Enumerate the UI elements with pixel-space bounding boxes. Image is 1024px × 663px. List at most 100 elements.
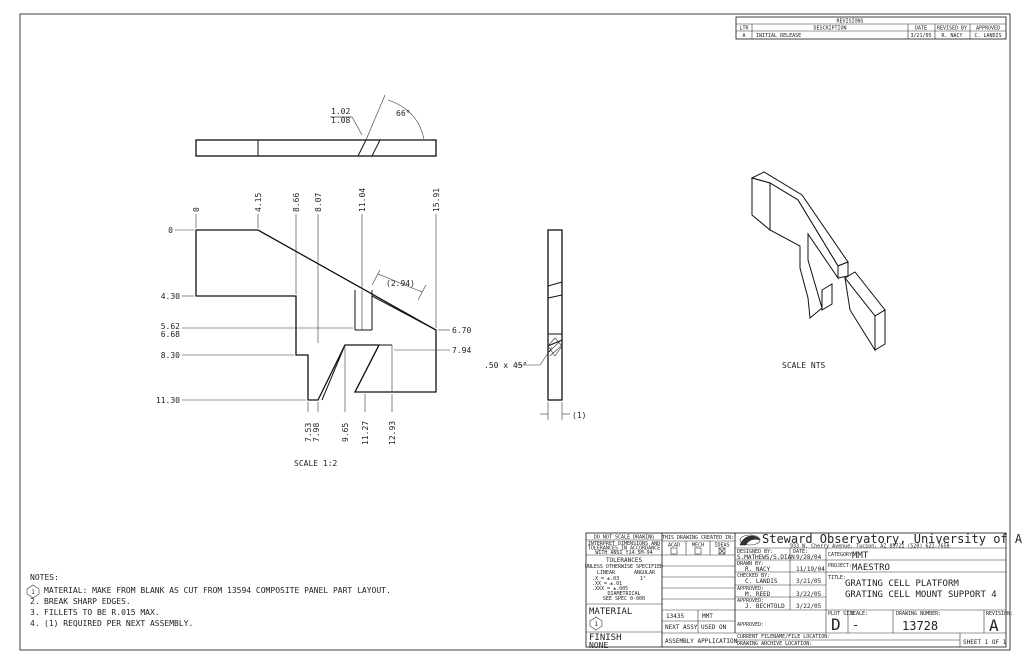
material-flag-icon (589, 616, 603, 631)
tb-archive-label: DRAWING ARCHIVE LOCATION: (737, 641, 812, 647)
side-width-dim: (1) (572, 411, 586, 420)
note-3-text: FILLETS TO BE R.015 MAX. (44, 608, 160, 617)
tb-tol-spec: SEE SPEC 0-000 (603, 596, 645, 602)
tb-interp-3: WITH ANSI Y14.5M-94 (595, 550, 652, 556)
tb-checked-by: C. LANDIS (745, 578, 778, 585)
tb-drawing-num: 13728 (902, 619, 938, 633)
note-4-number: 4. (30, 619, 40, 628)
front-left-dim-0: 0 (168, 226, 173, 235)
front-left-dim-5-62: 5.62 (161, 322, 180, 331)
tb-org-name: Steward Observatory, University of Arizo… (762, 532, 1024, 546)
revisions-table: REVISIONS LTR DESCRIPTION DATE REVISED B… (735, 16, 1007, 40)
tb-used-on: MMT (702, 613, 713, 620)
rev-row-approved: C. LANDIS (974, 33, 1001, 39)
tb-category-label: CATEGORY: (828, 552, 855, 558)
tb-tol-line-1: .X = ±.03 (592, 576, 619, 582)
tb-material-label: MATERIAL (589, 607, 632, 617)
note-3-number: 3. (30, 608, 40, 617)
notes-block: NOTES: 1 MATERIAL: MAKE FROM BLANK AS CU… (26, 573, 391, 628)
note-flag-icon (26, 584, 40, 599)
tb-tol-line-2: .XX = ±.01 (592, 581, 622, 587)
title-block: DO NOT SCALE DRAWING INTERPRET DIMENSION… (585, 532, 1024, 650)
tb-finish-val: NONE (589, 641, 608, 650)
rev-header-approved: APPROVED (976, 26, 1000, 32)
tb-assy-app: ASSEMBLY APPLICATION (665, 638, 738, 645)
tb-tol-angular: ANGULAR (634, 570, 656, 576)
front-bottom-dim-11-27: 11.27 (361, 421, 370, 445)
checkbox-ideas (718, 547, 726, 555)
tb-approved1-date: 3/22/05 (796, 591, 822, 598)
tb-revision-label: REVISION: (986, 611, 1013, 617)
isometric-view: SCALE NTS (750, 171, 886, 370)
rev-row-ltr: A (742, 33, 745, 39)
tb-plot-size: D (831, 615, 841, 634)
tb-finish-label: FINISH (589, 633, 622, 643)
front-left-dim-4-30: 4.30 (161, 292, 180, 301)
tb-tol-diam: DIAMETRICAL (607, 591, 640, 597)
tb-category: MMT (852, 551, 869, 561)
tb-noscale: DO NOT SCALE DRAWING (594, 535, 654, 541)
front-top-dim-8-66: 8.66 (292, 193, 301, 212)
tb-next-assy: 13435 (666, 613, 684, 620)
tb-title-label: TITLE: (828, 575, 846, 581)
tb-scale-val: - (852, 618, 859, 632)
tb-tol-sub: UNLESS OTHERWISE SPECIFIED (585, 564, 663, 570)
front-top-dim-4-15: 4.15 (254, 193, 263, 212)
tb-designed-label: DESIGNED BY: (737, 549, 773, 555)
side-chamfer-dim: .50 x 45° (484, 361, 527, 370)
tb-tol-ang-val: 1° (640, 576, 646, 582)
checkbox-acad (670, 547, 678, 555)
top-dim-angle: 66° (396, 109, 410, 118)
tb-used-on-label: USED ON (701, 624, 727, 631)
note-1-number: 1 (31, 589, 35, 596)
front-right-dim-6-70: 6.70 (452, 326, 471, 335)
tb-title-line-2: GRATING CELL MOUNT SUPPORT 4 (845, 590, 997, 600)
tb-drawn-label: DRAWN BY: (737, 561, 764, 567)
tb-project-label: PROJECT: (828, 563, 852, 569)
note-1-text: MATERIAL: MAKE FROM BLANK AS CUT FROM 13… (44, 586, 391, 595)
note-2-text: BREAK SHARP EDGES. (44, 597, 131, 606)
tb-checked-date: 3/21/05 (796, 578, 822, 585)
tb-approved1-by: M. REED (745, 591, 771, 598)
notes-title: NOTES: (30, 573, 59, 582)
tb-tol-line-3: .XXX = ±.005 (592, 586, 628, 592)
tb-created-ideas: IDEAS (714, 543, 729, 549)
tb-designed-by: S.MATHEWS/S.DIAN (737, 554, 795, 561)
top-dim-1-02: 1.02 (331, 107, 350, 116)
tb-tol-title: TOLERANCES (606, 557, 643, 564)
tb-checked-label: CHECKED BY: (737, 573, 770, 579)
rev-header-ltr: LTR (739, 26, 749, 32)
tb-created-acad: ACAD (668, 543, 680, 549)
front-top-dim-15-91: 15.91 (432, 188, 441, 212)
tb-org-addr: 933 N. Cherry Avenue, Tucson, AZ 85721 (… (790, 544, 950, 550)
checkbox-mech (694, 547, 702, 555)
front-bottom-dim-7-98: 7.98 (312, 423, 321, 442)
tb-project: MAESTRO (852, 563, 890, 573)
iso-scale-label: SCALE NTS (782, 361, 826, 370)
tb-sheet: SHEET 1 OF 1 (963, 639, 1007, 646)
front-bottom-dim-12-93: 12.93 (388, 421, 397, 445)
front-right-dim-7-94: 7.94 (452, 346, 471, 355)
rev-header-description: DESCRIPTION (813, 26, 846, 32)
note-2-number: 2. (30, 597, 40, 606)
front-top-dim-0: 0 (192, 207, 201, 212)
revisions-title: REVISIONS (836, 19, 863, 25)
tb-title-line-1: GRATING CELL PLATFORM (845, 579, 959, 589)
front-bottom-dim-9-65: 9.65 (341, 423, 350, 442)
rev-header-date: DATE (915, 26, 927, 32)
front-top-dim-11-04: 11.04 (358, 188, 367, 212)
top-dim-1-08: 1.08 (331, 116, 350, 125)
tb-drawn-by: R. NACY (745, 566, 771, 573)
tb-filename-label: CURRENT FILENAME/FILE LOCATION: (737, 634, 830, 640)
tb-approved2-date: 3/22/05 (796, 603, 822, 610)
front-bottom-dim-7-53: 7.53 (304, 423, 313, 442)
tb-material-val: 1 (594, 621, 598, 628)
rev-header-revised-by: REVISED BY (937, 26, 967, 32)
tb-revision: A (989, 616, 999, 635)
front-scale-label: SCALE 1:2 (294, 459, 338, 468)
tb-approved1-label: APPROVED: (737, 586, 764, 592)
tb-tol-linear: LINEAR (597, 570, 616, 576)
tb-plot-size-label: PLOT SIZE (828, 611, 855, 617)
tb-interp-1: INTERPRET DIMENSIONS AND (588, 541, 660, 547)
